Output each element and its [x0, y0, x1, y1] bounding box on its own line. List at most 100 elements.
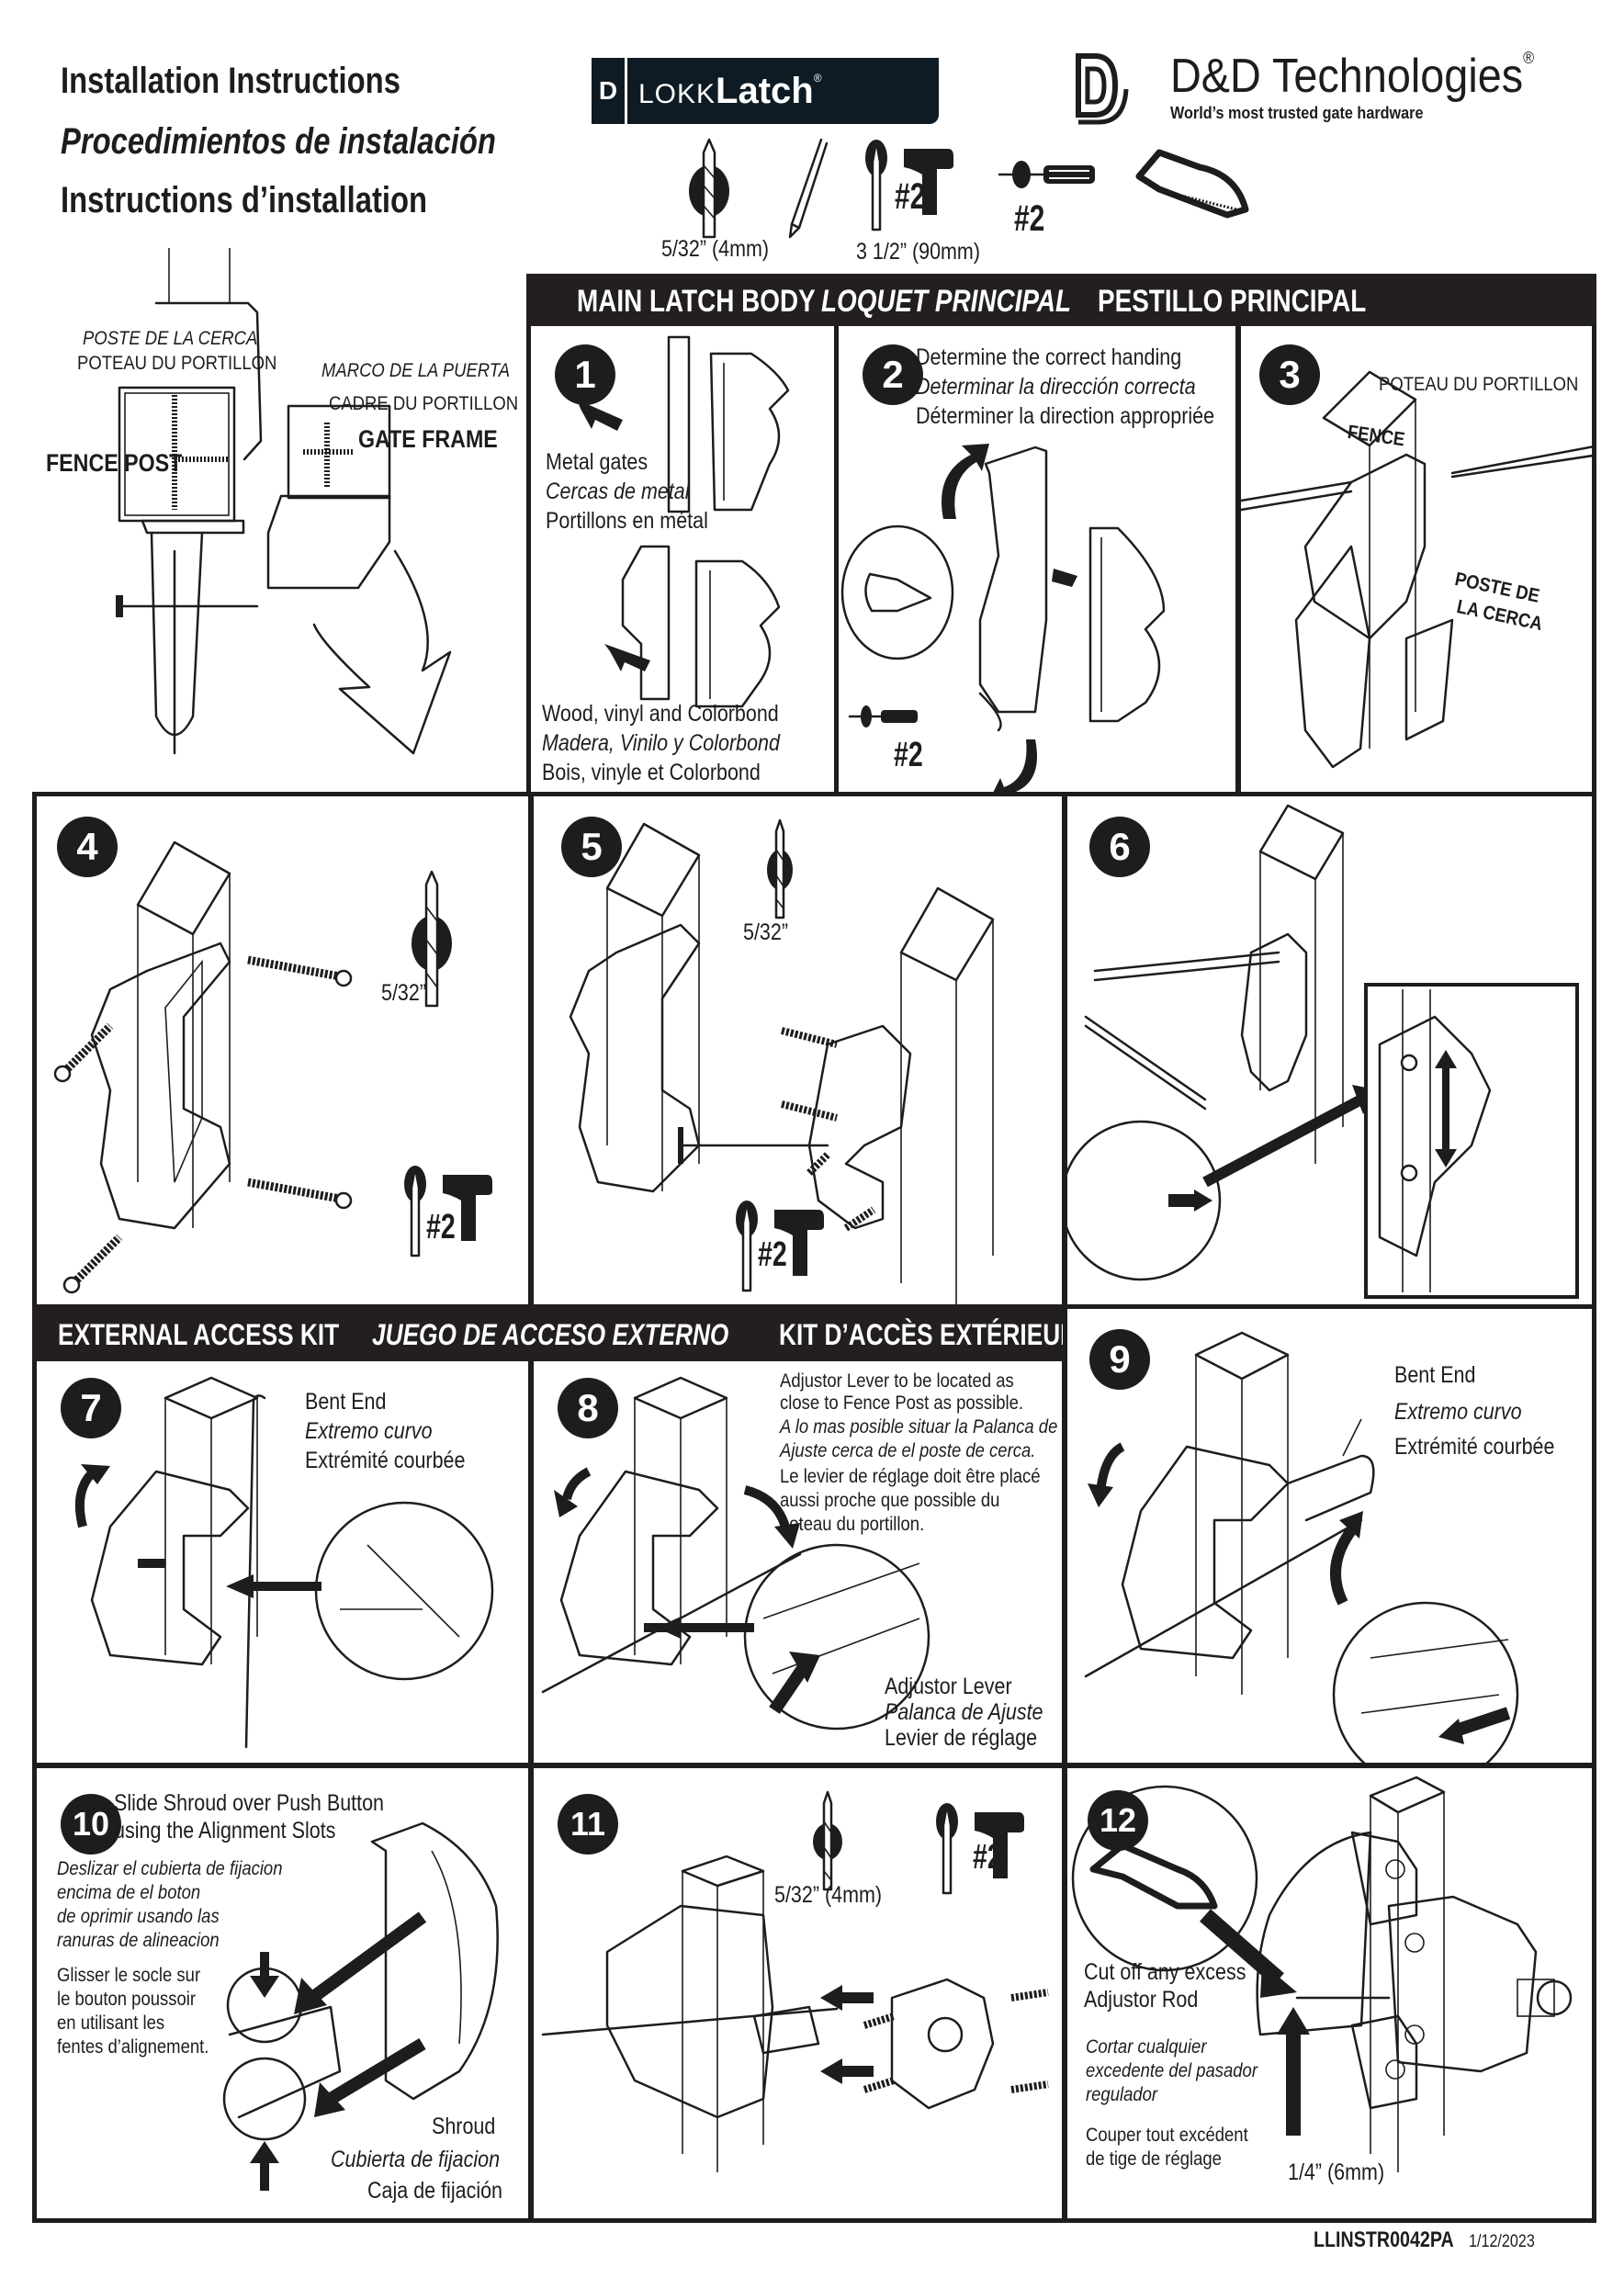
- step-8-note-fr-2: aussi proche que possible du: [780, 1490, 1000, 1511]
- step-9-bent-end-en: Bent End: [1394, 1362, 1476, 1388]
- step-10-shroud-es: Cubierta de fijacion: [331, 2147, 501, 2172]
- fence-post-label-en: FENCE POST: [46, 449, 183, 477]
- step-1-wood-es: Madera, Vinilo y Colorbond: [542, 730, 780, 756]
- tool-screwdriver: #2: [998, 156, 1108, 266]
- step-1-wood-fr: Bois, vinyle et Colorbond: [542, 760, 761, 785]
- gate-frame-label-en: GATE FRAME: [358, 425, 498, 453]
- step-9-panel: 9 Bent End Extremo curvo Extrémité courb…: [1063, 1304, 1596, 1767]
- section-header-main-latch-body: MAIN LATCH BODY LOQUET PRINCIPAL PESTILL…: [526, 274, 1596, 329]
- mark-holes-illustration: [1241, 370, 1592, 769]
- section-main-en: MAIN LATCH BODY: [577, 284, 816, 319]
- step-10-shroud-fr: Caja de fijación: [367, 2178, 503, 2204]
- step-12-panel: 12 Cut off any excess Adjustor Rod Corta…: [1063, 1764, 1596, 2223]
- step-10-text-fr-3: en utilisant les: [57, 2013, 165, 2034]
- step-10-badge: 10: [61, 1794, 121, 1855]
- gate-frame-label-fr: CADRE DU PORTILLON: [329, 393, 519, 414]
- dd-tagline: World’s most trusted gate hardware: [1170, 104, 1424, 122]
- dd-brand-name: D&D Technologies®: [1170, 49, 1535, 103]
- step-2-panel: 2 Determine the correct handing Determin…: [834, 326, 1240, 796]
- power-drill-icon: [404, 1166, 492, 1257]
- shroud-alignment-illustration: [222, 1821, 499, 2191]
- step-8-panel: 8 Adjustor Lever to be located as close …: [529, 1361, 1066, 1767]
- step-8-badge: 8: [558, 1378, 618, 1438]
- step-7-bent-end-es: Extremo curvo: [305, 1418, 433, 1444]
- step-12-text-en-2: Adjustor Rod: [1084, 1987, 1199, 2013]
- step-8-note-fr-1: Le levier de réglage doit être placé: [780, 1466, 1041, 1487]
- step-10-panel: 10 Slide Shroud over Push Button using t…: [32, 1764, 533, 2223]
- drill-bit-size-label: 5/32” (4mm): [661, 236, 770, 262]
- metal-gate-mount-illustration: [577, 335, 790, 513]
- screwdriver-bit-label: #2: [1014, 198, 1045, 239]
- step-11-badge: 11: [558, 1794, 618, 1855]
- step-10-text-es-2: encima de el boton: [57, 1882, 201, 1903]
- wood-gate-mount-illustration: [604, 545, 781, 708]
- step-12-text-fr-2: de tige de réglage: [1086, 2148, 1222, 2170]
- step-8-note-es-1: A lo mas posible situar la Palanca de: [780, 1416, 1058, 1438]
- dd-logo-mark-icon: [1076, 53, 1129, 125]
- tool-power-drill: #2 3 1/2” (90mm): [856, 138, 1003, 266]
- step-3-badge: 3: [1259, 344, 1320, 405]
- step-2-bit-label: #2: [894, 736, 923, 774]
- step-1-panel: 1 Metal gates Cercas de metal Portillons…: [526, 326, 839, 796]
- step-12-text-es-1: Cortar cualquier: [1086, 2036, 1207, 2058]
- step-3-post-fr: POTEAU DU PORTILLON: [1379, 374, 1579, 395]
- step-11-panel: 11 5/32” (4mm) #2: [529, 1764, 1066, 2223]
- step-8-note-en-2: close to Fence Post as possible.: [780, 1393, 1024, 1414]
- tool-drill-bit: 5/32” (4mm): [643, 138, 769, 266]
- step-1-metal-en: Metal gates: [546, 449, 648, 475]
- drill-bit-icon: [767, 818, 793, 919]
- step-10-text-fr-1: Glisser le socle sur: [57, 1965, 201, 1986]
- power-drill-icon: [936, 1803, 1024, 1895]
- section-external-es: JUEGO DE ACCESO EXTERNO: [372, 1318, 729, 1351]
- step-10-text-fr-4: fentes d’alignement.: [57, 2036, 209, 2058]
- step-2-text-es: Determinar la dirección correcta: [916, 374, 1196, 400]
- step-8-note-es-2: Ajuste cerca de el poste de cerca.: [780, 1440, 1036, 1461]
- section-main-fr: LOQUET PRINCIPAL: [821, 284, 1072, 319]
- step-10-text-es-4: ranuras de alineacion: [57, 1930, 220, 1951]
- step-6-panel: 6: [1063, 792, 1596, 1309]
- step-12-text-es-3: regulador: [1086, 2084, 1158, 2105]
- tools-row: 5/32” (4mm) #2 3 1/2” (90mm) #2: [643, 138, 1268, 266]
- step-11-bit-label: #2: [973, 1838, 1002, 1877]
- cut-rod-illustration: [1071, 1776, 1573, 2172]
- step-12-text-es-2: excedente del pasador: [1086, 2060, 1257, 2081]
- document-code: LLINSTR0042PA: [1314, 2227, 1454, 2252]
- hacksaw-icon: [1135, 149, 1249, 219]
- power-drill-length-label: 3 1/2” (90mm): [856, 239, 981, 265]
- step-10-text-es-3: de oprimir usando las: [57, 1906, 220, 1927]
- step-5-badge: 5: [561, 817, 622, 877]
- title-spanish: Procedimientos de instalación: [61, 121, 496, 162]
- screwdriver-icon: [998, 161, 1095, 188]
- step-9-bent-end-es: Extremo curvo: [1394, 1399, 1522, 1425]
- step-9-bent-end-fr: Extrémité courbée: [1394, 1434, 1555, 1460]
- section-header-external-access-kit: EXTERNAL ACCESS KIT JUEGO DE ACCESO EXTE…: [32, 1304, 1077, 1365]
- step-7-bent-end-fr: Extrémité courbée: [305, 1448, 466, 1473]
- step-8-lever-fr: Levier de réglage: [885, 1725, 1038, 1751]
- step-10-text-fr-2: le bouton poussoir: [57, 1989, 197, 2010]
- title-french: Instructions d’installation: [61, 180, 428, 220]
- step-10-shroud-en: Shroud: [432, 2114, 496, 2139]
- step-11-drill-size: 5/32” (4mm): [774, 1882, 883, 1908]
- drill-bit-icon: [689, 138, 729, 239]
- section-main-es: PESTILLO PRINCIPAL: [1098, 284, 1367, 319]
- step-2-text-en: Determine the correct handing: [916, 344, 1182, 370]
- screwdriver-icon: [848, 705, 918, 727]
- latch-top-view-illustration: [116, 248, 452, 755]
- lokklatch-logo-name: LOKKLatch®: [627, 58, 939, 124]
- fence-post-label-fr: POTEAU DU PORTILLON: [77, 353, 277, 374]
- step-12-measurement: 1/4” (6mm): [1288, 2159, 1385, 2185]
- step-7-bent-end-en: Bent End: [305, 1389, 387, 1415]
- step-8-lever-en: Adjustor Lever: [885, 1674, 1012, 1699]
- step-10-text-en-1: Slide Shroud over Push Button: [114, 1790, 385, 1816]
- adjustor-lever-illustration: [541, 1376, 930, 1731]
- step-2-text-fr: Déterminer la direction appropriée: [916, 403, 1215, 429]
- drill-bit-icon: [412, 870, 452, 1008]
- insert-rod-illustration: [74, 1376, 494, 1749]
- step-8-note-en-1: Adjustor Lever to be located as: [780, 1370, 1014, 1392]
- step-4-drill-size: 5/32”: [381, 980, 427, 1006]
- handing-illustration: [840, 444, 1166, 792]
- step-7-panel: 7 Bent End Extremo curvo Extrémité courb…: [32, 1361, 533, 1767]
- step-8-note-fr-3: poteau du portillon.: [780, 1514, 925, 1535]
- fence-post-label-es: POSTE DE LA CERCA: [83, 328, 258, 349]
- power-drill-icon: [865, 140, 953, 231]
